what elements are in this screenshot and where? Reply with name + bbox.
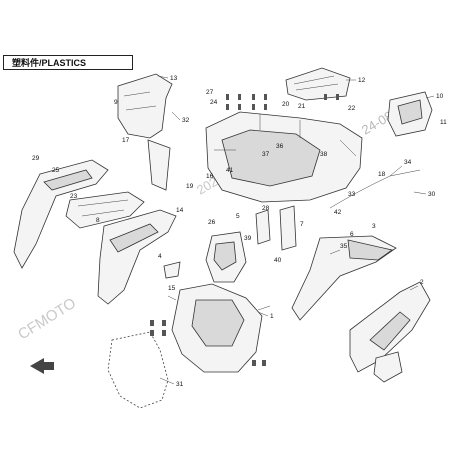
callout-13: 13 — [170, 75, 178, 82]
callout-20: 20 — [282, 101, 290, 108]
diagram-title: 塑料件/PLASTICS — [3, 55, 133, 70]
callout-23: 23 — [70, 193, 78, 200]
callout-28: 28 — [262, 205, 270, 212]
callout-24: 24 — [210, 99, 218, 106]
part-right-side-panel — [291, 235, 397, 321]
callout-7: 7 — [300, 221, 304, 228]
callout-21: 21 — [298, 103, 306, 110]
callout-27: 27 — [206, 89, 214, 96]
part-bracket-28 — [255, 205, 297, 251]
callout-15: 15 — [168, 285, 176, 292]
callout-32: 32 — [182, 117, 190, 124]
callout-16: 16 — [206, 173, 214, 180]
callout-26: 26 — [208, 219, 216, 226]
callout-12: 12 — [358, 77, 366, 84]
part-rear-mudguard-right — [373, 351, 403, 383]
callout-33: 33 — [348, 191, 356, 198]
callout-17: 17 — [122, 137, 130, 144]
callout-36: 36 — [276, 143, 284, 150]
callout-25: 25 — [52, 167, 60, 174]
part-center-front-panel — [167, 283, 271, 373]
part-left-side-panel — [65, 191, 145, 229]
part-right-shroud — [387, 91, 433, 137]
part-left-front-fender — [13, 159, 109, 269]
part-left-footwell — [97, 209, 177, 305]
callout-1: 1 — [270, 313, 274, 320]
part-floor-mat — [107, 331, 169, 409]
part-main-body-tub — [205, 111, 363, 203]
callout-10: 10 — [436, 93, 444, 100]
callout-19: 19 — [186, 183, 194, 190]
part-inner-fender-left — [147, 139, 171, 191]
callout-30: 30 — [428, 191, 436, 198]
leader-lines — [157, 75, 435, 385]
callout-9: 9 — [114, 99, 118, 106]
fastener-column-center — [150, 94, 339, 366]
part-rear-rack-cover — [285, 67, 351, 101]
part-small-clip-cover — [163, 261, 181, 279]
callout-2: 2 — [420, 279, 424, 286]
callout-5: 5 — [236, 213, 240, 220]
callout-31: 31 — [176, 381, 184, 388]
callout-3: 3 — [372, 223, 376, 230]
part-front-left-panel — [117, 73, 173, 139]
callout-42: 42 — [334, 209, 342, 216]
callout-6: 6 — [350, 231, 354, 238]
part-cable-34 — [329, 169, 421, 209]
callout-35: 35 — [340, 243, 348, 250]
callout-22: 22 — [348, 105, 356, 112]
callout-labels: 13 9 32 12 10 11 27 24 22 36 20 21 34 18… — [32, 75, 447, 388]
callout-37: 37 — [262, 151, 270, 158]
callout-39: 39 — [244, 235, 252, 242]
part-right-footwell — [349, 281, 431, 373]
front-direction-icon — [30, 358, 54, 374]
callout-8: 8 — [96, 217, 100, 224]
callout-11: 11 — [440, 119, 447, 126]
callout-29: 29 — [32, 155, 40, 162]
callout-34: 34 — [404, 159, 412, 166]
callout-14: 14 — [176, 207, 184, 214]
callout-41: 41 — [226, 167, 234, 174]
part-center-console — [205, 231, 247, 283]
callout-4: 4 — [158, 253, 162, 260]
callout-18: 18 — [378, 171, 386, 178]
callout-40: 40 — [274, 257, 282, 264]
callout-38: 38 — [320, 151, 328, 158]
